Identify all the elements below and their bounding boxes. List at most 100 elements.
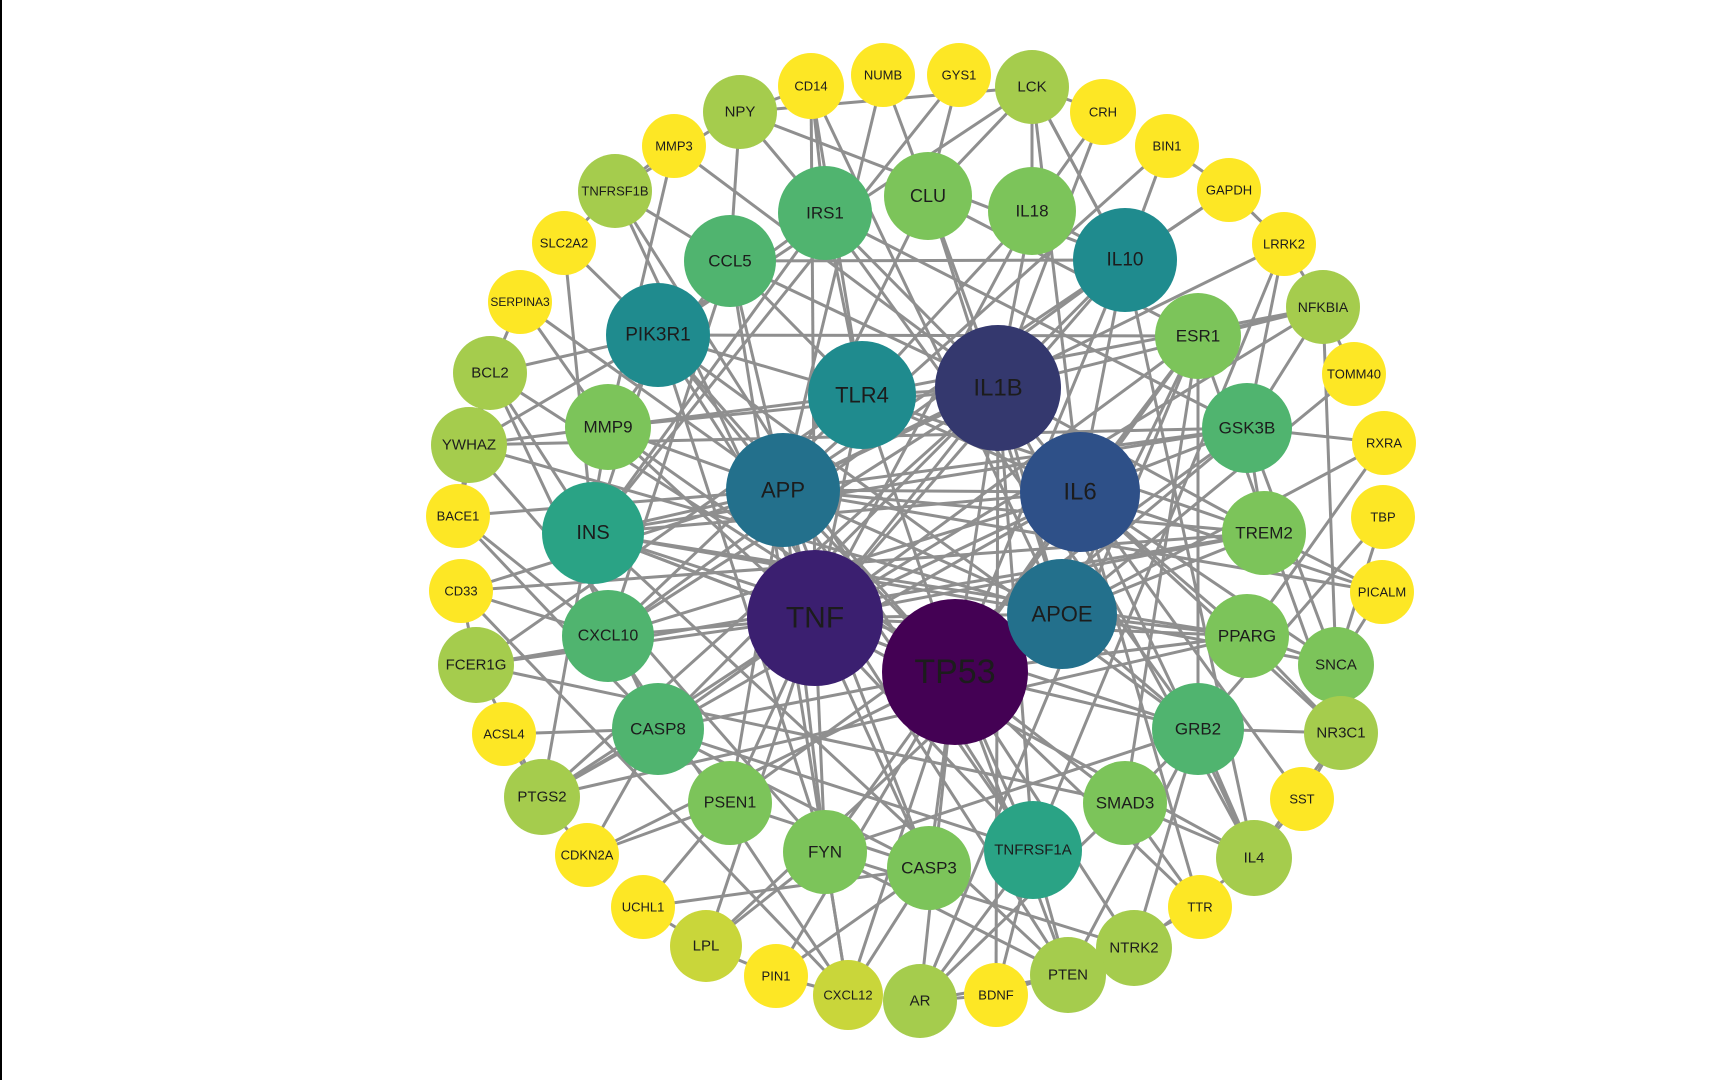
node-label: NUMB [864,68,902,83]
edge-cxcl12-cd33 [459,589,850,997]
node-circle [984,801,1082,899]
node-cdkn2a: CDKN2A [555,823,619,887]
node-ccl5: CCL5 [684,215,776,307]
edge-tnf-esr1 [814,334,1199,620]
node-label: TNFRSF1B [581,184,648,199]
edge-tnf-il18 [813,210,1034,619]
node-circle [453,336,527,410]
node-label: YWHAZ [442,437,496,454]
node-sst: SST [1270,767,1334,831]
edge-ins-pparg [592,531,1248,638]
node-label: IL18 [1015,202,1048,221]
node-il18: IL18 [988,167,1076,255]
node-fcer1g: FCER1G [438,627,514,703]
node-gapdh: GAPDH [1197,158,1261,222]
node-label: CCL5 [708,252,751,271]
node-bdnf: BDNF [964,963,1028,1027]
edge-pik3r1-fyn [656,334,827,853]
node-pten: PTEN [1030,937,1106,1013]
node-label: NFKBIA [1298,299,1349,315]
node-circle [813,960,883,1030]
node-ywhaz: YWHAZ [431,407,507,483]
node-label: TNFRSF1A [994,842,1072,859]
node-circle [1096,910,1172,986]
node-circle [1350,560,1414,624]
node-crh: CRH [1070,79,1136,145]
node-circle [726,433,840,547]
node-pik3r1: PIK3R1 [606,283,710,387]
node-label: BACE1 [437,509,480,524]
node-uchl1: UCHL1 [611,875,675,939]
node-cxcl12: CXCL12 [813,960,883,1030]
node-circle [1168,875,1232,939]
node-pparg: PPARG [1205,594,1289,678]
node-circle [884,152,972,240]
node-label: TBP [1370,510,1395,525]
node-circle [1020,432,1140,552]
node-circle [472,702,536,766]
node-circle [1298,627,1374,703]
node-circle [1007,559,1117,669]
edge-apoe-cd14 [809,85,1064,615]
left-border-line [0,0,2,1080]
node-label: CASP8 [630,720,686,739]
node-circle [883,964,957,1038]
edge-smad3-ar [918,801,1127,1003]
node-gsk3b: GSK3B [1202,383,1292,473]
node-circle [1205,594,1289,678]
node-circle [1304,696,1378,770]
node-label: IRS1 [806,204,844,223]
node-circle [995,50,1069,124]
node-label: FCER1G [446,657,507,674]
node-label: GYS1 [942,68,977,83]
node-circle [429,559,493,623]
node-circle [1216,820,1292,896]
node-label: AR [910,993,931,1010]
node-label: UCHL1 [622,900,665,915]
node-tnfrsf1b: TNFRSF1B [578,154,652,228]
edge-esr1-clu [927,194,1199,338]
node-label: CDKN2A [561,848,614,863]
node-label: GAPDH [1206,183,1252,198]
node-label: CXCL10 [578,628,639,645]
node-tnf: TNF [747,550,883,686]
node-layer: TP53TNFIL1BIL6APPAPOETLR4IL10PIK3R1INSTN… [426,43,1416,1038]
node-tbp: TBP [1351,485,1415,549]
node-label: PIN1 [762,969,791,984]
node-label: TTR [1187,900,1212,915]
node-label: APP [761,478,805,503]
node-fyn: FYN [783,810,867,894]
edge-grb2-tbp [1196,516,1385,730]
node-irs1: IRS1 [778,166,872,260]
node-picalm: PICALM [1350,560,1414,624]
node-label: BDNF [978,988,1013,1003]
node-esr1: ESR1 [1155,293,1241,379]
node-label: IL6 [1063,479,1096,506]
node-circle [1070,79,1136,145]
node-circle [611,875,675,939]
node-ar: AR [883,964,957,1038]
edge-ins-gsk3b [592,426,1248,535]
edge-grb2-fyn [824,727,1199,854]
node-label: SST [1289,792,1314,807]
node-circle [684,215,776,307]
node-circle [426,484,490,548]
edge-il10-ccl5 [729,258,1126,263]
node-label: BIN1 [1153,139,1182,154]
node-rxra: RXRA [1352,411,1416,475]
node-circle [670,910,742,982]
node-circle [927,43,991,107]
edge-casp8-tnfrsf1a [657,727,1034,852]
edge-il6-il4 [1078,491,1256,859]
node-label: INS [576,522,609,544]
node-circle [1135,114,1199,178]
edge-irs1-grb2 [823,212,1200,730]
node-lck: LCK [995,50,1069,124]
edge-apoe-tomm40 [1061,372,1355,616]
node-circle [778,166,872,260]
node-circle [1252,212,1316,276]
node-label: PIK3R1 [625,325,690,346]
node-smad3: SMAD3 [1083,761,1167,845]
node-circle [562,590,654,682]
node-il4: IL4 [1216,820,1292,896]
